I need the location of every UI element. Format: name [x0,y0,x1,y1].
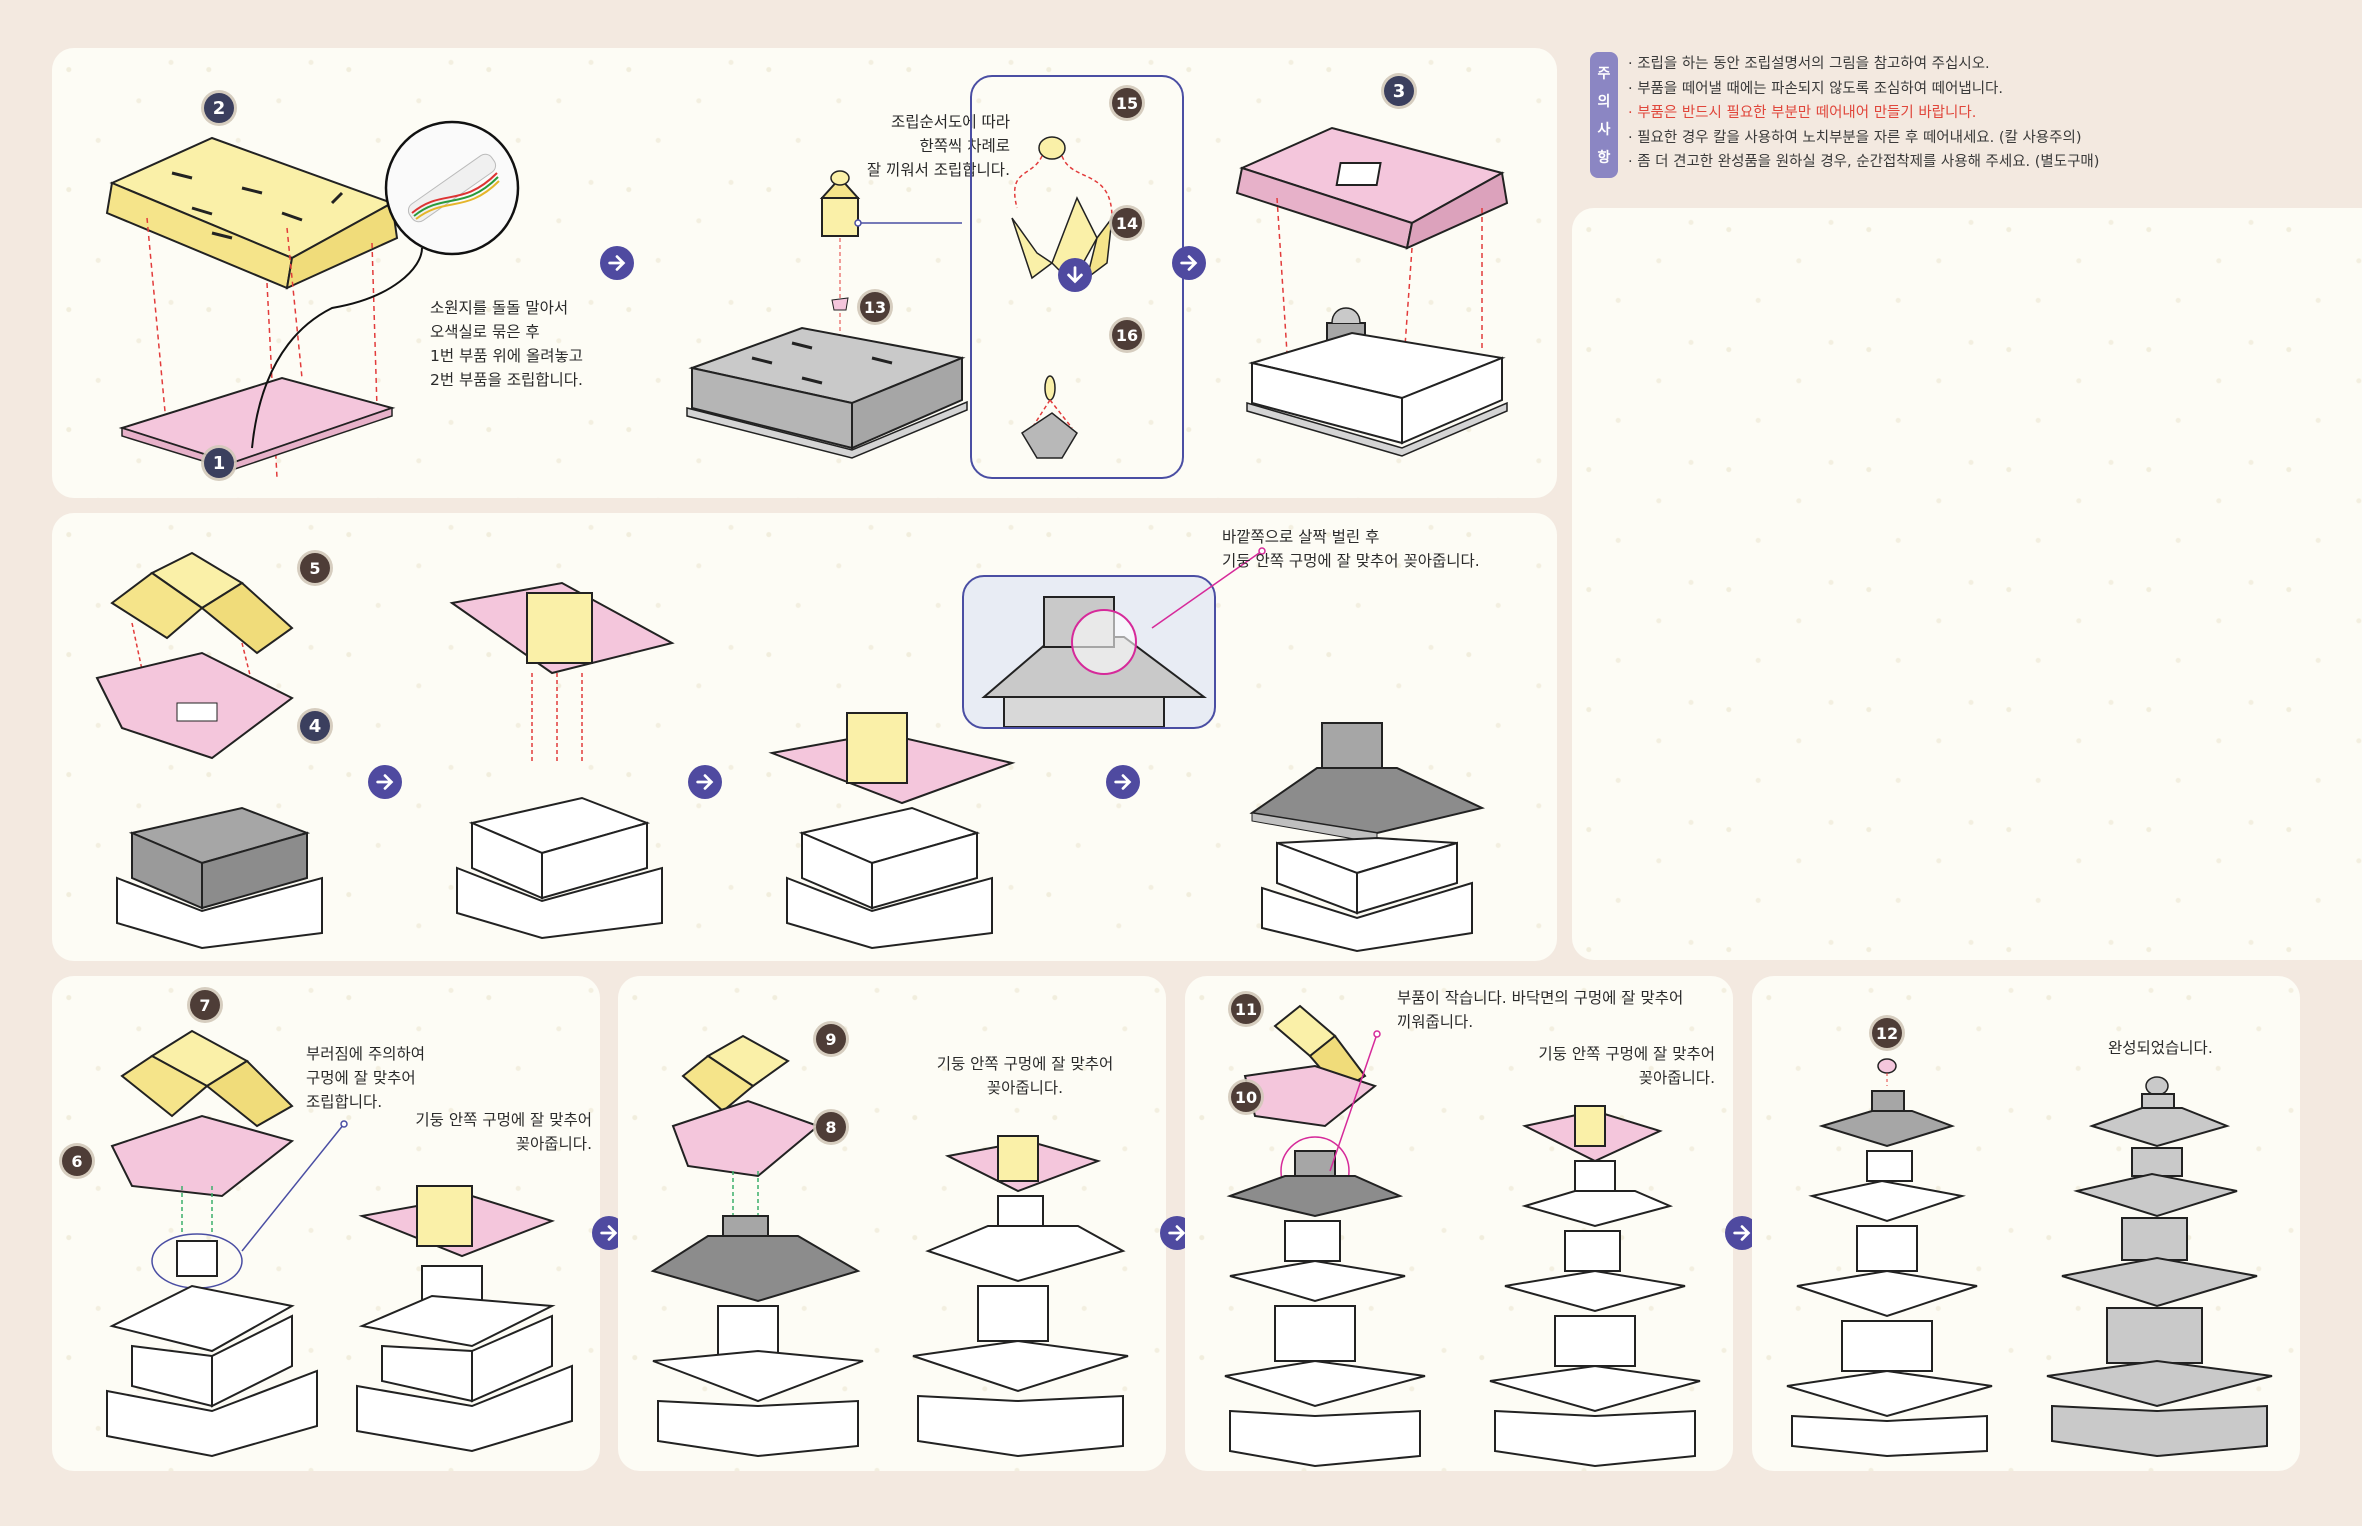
part-2-roof-illustration [105,136,423,479]
caution-tag-char: 사 [1597,122,1611,138]
step-panel-row3a: 7 6 부러짐에 주의하여 구멍에 잘 맞추어 조립합니다. 기둥 안쪽 구멍에… [52,976,600,1471]
completion-message: 완성되었습니다. [2108,1039,2213,1057]
step-badge-15: 15 [1112,88,1142,118]
parts-8-9-illustration [650,1034,864,1458]
step-11-result-illustration [1489,1105,1701,1468]
caution-item: · 부품을 떼어낼 때에는 파손되지 않도록 조심하여 떼어냅니다. [1628,80,2003,97]
step-badge-6: 6 [62,1146,92,1176]
instruction-open-tabs: 바깥쪽으로 살짝 벌린 후 기둥 안쪽 구멍에 잘 맞추어 꽂아줍니다. [1222,528,1480,570]
detail-inset [962,575,1216,729]
caution-tag-char: 의 [1597,94,1611,110]
caution-item: · 조립을 하는 동안 조립설명서의 그림을 참고하여 주십시오. [1628,56,1990,72]
step-5-result-illustration [1249,722,1486,953]
step-badge-14: 14 [1112,208,1142,238]
arrow-right-icon [688,765,722,799]
parts-10-11-illustration [1224,1004,1426,1468]
step-7-result-illustration [356,1185,573,1453]
part-13-base-illustration [686,170,968,459]
parts-14-16-illustration [1011,136,1114,459]
arrow-right-icon [1106,765,1140,799]
step-panel-row2: 5 4 바깥쪽으로 살짝 벌린 후 기둥 안쪽 구멍에 잘 맞추어 꽂아줍니다. [52,513,1557,961]
step-panel-row3c: 11 10 부품이 작습니다. 바닥면의 구멍에 잘 맞추어 끼워줍니다. 기둥… [1185,976,1733,1471]
instruction-careful-assembly: 부러짐에 주의하여 구멍에 잘 맞추어 조립합니다. [306,1045,426,1111]
parts-6-7-illustration [106,1029,318,1458]
caution-tag: 주 의 사 항 [1590,52,1618,178]
step-5-assembled-illustration [449,581,675,940]
instruction-roll-wish-paper: 소원지를 돌돌 말아서 오색실로 묶은 후 1번 부품 위에 올려놓고 2번 부… [430,299,583,389]
instruction-small-part: 부품이 작습니다. 바닥면의 구멍에 잘 맞추어 끼워줍니다. [1397,989,1684,1031]
step-badge-8: 8 [816,1112,846,1142]
caution-list: · 조립을 하는 동안 조립설명서의 그림을 참고하여 주십시오. · 부품을 … [1628,52,2248,175]
step-badge-9: 9 [816,1024,846,1054]
completed-pagoda-illustration [2046,1076,2273,1458]
caution-item: · 좀 더 견고한 완성품을 원하실 경우, 순간접착제를 사용해 주세요. (… [1628,154,2100,170]
caution-item-warning: · 부품은 반드시 필요한 부분만 떼어내어 만들기 바랍니다. [1628,105,1977,121]
step-badge-11: 11 [1231,994,1261,1024]
caution-tag-char: 항 [1597,150,1611,166]
step-badge-13: 13 [860,292,890,322]
arrow-right-icon [600,246,634,280]
step-5-inserted-illustration [768,712,1016,950]
step-badge-2: 2 [204,93,234,123]
callout-leader-line [1151,547,1266,629]
step-badge-12: 12 [1872,1018,1902,1048]
parts-4-5-illustration [95,551,323,950]
caution-tag-char: 주 [1597,66,1611,82]
arrow-right-icon [368,765,402,799]
instruction-insert-hole: 기둥 안쪽 구멍에 잘 맞추어 꽂아줍니다. [936,1055,1114,1097]
step-badge-1: 1 [204,448,234,478]
step-9-result-illustration [912,1135,1129,1458]
step-badge-7: 7 [190,990,220,1020]
callout-leader-line [1329,1030,1381,1172]
step-panel-row3d: 12 완성되었습니다. [1752,976,2300,1471]
step-badge-3: 3 [1384,76,1414,106]
step-panel-row3b: 9 8 기둥 안쪽 구멍에 잘 맞추어 꽂아줍니다. [618,976,1166,1471]
arrow-right-icon [1172,246,1206,280]
blank-panel [1572,208,2362,960]
step-badge-16: 16 [1112,320,1142,350]
arrow-down-icon [1058,258,1092,292]
caution-item: · 필요한 경우 칼을 사용하여 노치부분을 자른 후 떼어내세요. (칼 사용… [1628,129,2082,146]
step-badge-5: 5 [300,553,330,583]
instruction-insert-hole: 기둥 안쪽 구멍에 잘 맞추어 꽂아줍니다. [1538,1045,1715,1087]
step-12-finial-illustration [1786,1058,1993,1458]
instruction-assembly-order: 조립순서도에 따라 한쪽씩 차례로 잘 끼워서 조립합니다. [866,113,1010,179]
wish-paper-scroll-photo [384,120,520,256]
step-panel-row1: 2 1 소원지를 돌돌 말아서 오색실로 묶은 후 1번 부품 위에 올려놓고 … [52,48,1557,498]
instruction-insert-hole: 기둥 안쪽 구멍에 잘 맞추어 꽂아줍니다. [415,1111,592,1153]
step-badge-4: 4 [300,711,330,741]
step-badge-10: 10 [1231,1082,1261,1112]
callout-leader-line [241,1120,348,1252]
tab-detail-illustration [981,596,1207,727]
part-3-roof-illustration [1235,126,1509,457]
